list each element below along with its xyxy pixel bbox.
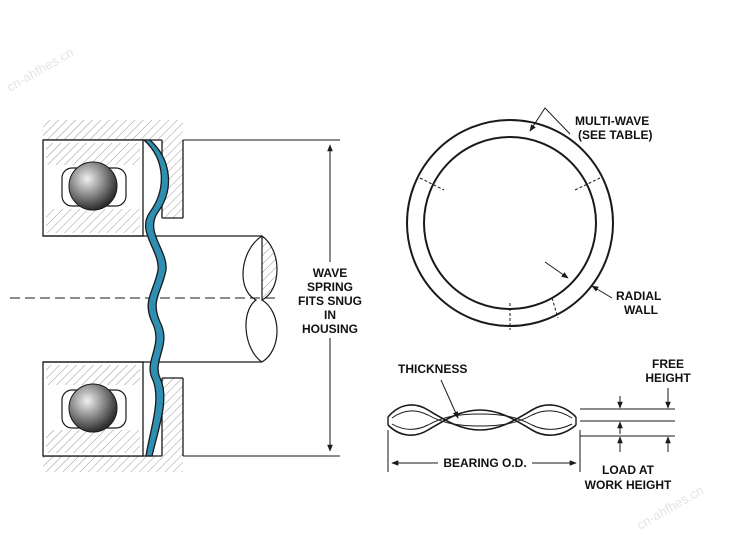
label-fits-snug: FITS SNUG — [298, 294, 362, 308]
label-radial: RADIAL — [616, 289, 661, 303]
label-housing: HOUSING — [302, 322, 358, 336]
housing-shoulder-top-hatch — [162, 140, 183, 218]
label-work-height: WORK HEIGHT — [585, 478, 672, 492]
label-free: FREE — [652, 357, 684, 371]
watermark-top-left: cn-ahfhes.cn — [4, 44, 76, 94]
ball-bottom — [68, 383, 118, 433]
label-bearing-od: BEARING O.D. — [443, 456, 526, 470]
ball-top — [68, 161, 118, 211]
label-multi-wave: MULTI-WAVE — [575, 114, 649, 128]
housing-bottom-hatch — [43, 456, 183, 472]
bearing-bottom — [42, 361, 144, 457]
housing-top-hatch — [43, 120, 183, 140]
bearing-cross-section — [10, 120, 340, 472]
label-wall: WALL — [624, 303, 658, 317]
wave-spring-profile — [142, 139, 170, 457]
ring-top-view — [406, 107, 614, 330]
label-thickness: THICKNESS — [398, 362, 467, 376]
label-spring: SPRING — [307, 280, 353, 294]
label-see-table: (SEE TABLE) — [578, 128, 652, 142]
spring-side-view — [387, 379, 675, 472]
wave-spring-label: WAVE SPRING FITS SNUG IN HOUSING — [298, 266, 362, 336]
label-in: IN — [324, 308, 336, 322]
bearing-top — [42, 139, 144, 237]
label-wave: WAVE — [313, 266, 347, 280]
housing-shoulder-bottom-hatch — [162, 378, 183, 456]
label-load-at: LOAD AT — [602, 463, 655, 477]
label-height: HEIGHT — [645, 371, 691, 385]
shaft — [10, 234, 278, 363]
